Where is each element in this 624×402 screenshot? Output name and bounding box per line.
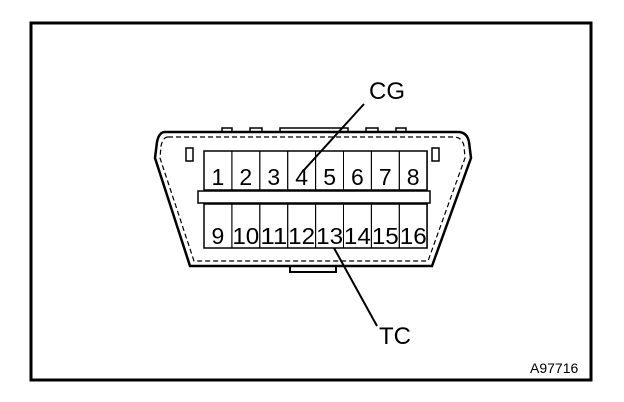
pin-label-13: 13 (316, 223, 343, 249)
pin-label-12: 12 (288, 223, 315, 249)
connector-body (153, 127, 473, 273)
pin-label-1: 1 (212, 164, 225, 190)
cg-label: CG (369, 78, 405, 105)
pin-label-4: 4 (295, 164, 308, 190)
pin-label-5: 5 (323, 164, 336, 190)
figure-frame (29, 21, 593, 382)
tc-label: TC (379, 323, 411, 350)
pin-label-3: 3 (267, 164, 280, 190)
pin-cell-16 (398, 203, 428, 249)
pin-cell-8 (398, 150, 428, 191)
tc-leader-line (333, 247, 378, 327)
pin-label-2: 2 (239, 164, 252, 190)
figure-id: A97716 (530, 360, 578, 376)
pin-label-15: 15 (372, 223, 399, 249)
pin-label-7: 7 (379, 164, 392, 190)
pin-label-14: 14 (344, 223, 371, 249)
pin-label-8: 8 (407, 164, 420, 190)
cg-leader-line (303, 103, 365, 171)
pin-label-9: 9 (212, 223, 225, 249)
pin-label-10: 10 (232, 223, 259, 249)
pin-label-6: 6 (351, 164, 364, 190)
pin-label-11: 11 (260, 223, 287, 249)
pin-label-16: 16 (400, 223, 427, 249)
